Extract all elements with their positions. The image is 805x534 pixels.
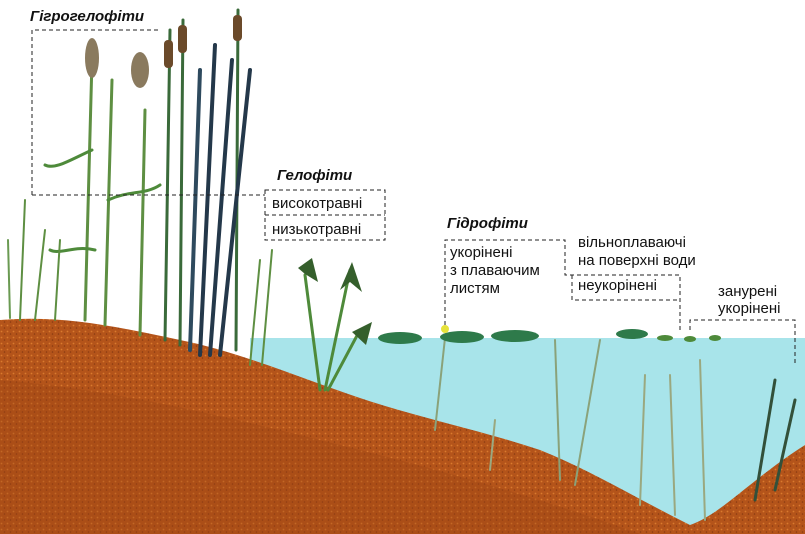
arrowhead-leaf [298, 258, 318, 282]
reed-stem [85, 60, 92, 320]
reed-panicle [85, 38, 99, 78]
cattail-spike [233, 15, 242, 41]
rooted-floating-line3: листям [450, 280, 500, 297]
submerged-line2: укорінені [718, 300, 781, 317]
hydrophytes-title: Гідрофіти [447, 215, 528, 232]
helophytes-tall-label: високотравні [272, 195, 362, 212]
reed-stem [140, 110, 145, 335]
helophytes-short-label: низькотравні [272, 221, 361, 238]
reed-leaf [108, 185, 160, 200]
rush-stem [190, 70, 200, 350]
hygrohelophyte-plants [8, 10, 250, 355]
lily-flower [441, 325, 449, 333]
unrooted-label: неукорінені [578, 277, 657, 294]
reed-panicle [131, 52, 149, 88]
cattail-spike [178, 25, 187, 53]
cattail-stem [180, 20, 183, 345]
duckweed [709, 335, 721, 341]
grass-blade [20, 200, 25, 320]
reed-leaf [45, 150, 92, 166]
lily-pad [491, 330, 539, 342]
grass-blade [8, 240, 10, 318]
grass-blade [35, 230, 45, 320]
helophytes-title: Гелофіти [277, 167, 352, 184]
duckweed [684, 336, 696, 342]
lily-pad [440, 331, 484, 343]
arrowhead-leaf [340, 262, 362, 292]
free-floating-line2: на поверхні води [578, 252, 696, 269]
rooted-floating-line2: з плаваючим [450, 262, 540, 279]
duckweed [657, 335, 673, 341]
rooted-floating-line1: укорінені [450, 244, 513, 261]
hygrohelophytes-title: Гігрогелофіти [30, 8, 144, 25]
free-floating-line1: вільноплаваючі [578, 234, 686, 251]
submerged-line1: занурені [718, 283, 777, 300]
lily-pad [378, 332, 422, 344]
reed-stem [105, 80, 112, 325]
cattail-spike [164, 40, 173, 68]
lily-pad [616, 329, 648, 339]
cattail-stem [165, 30, 170, 340]
